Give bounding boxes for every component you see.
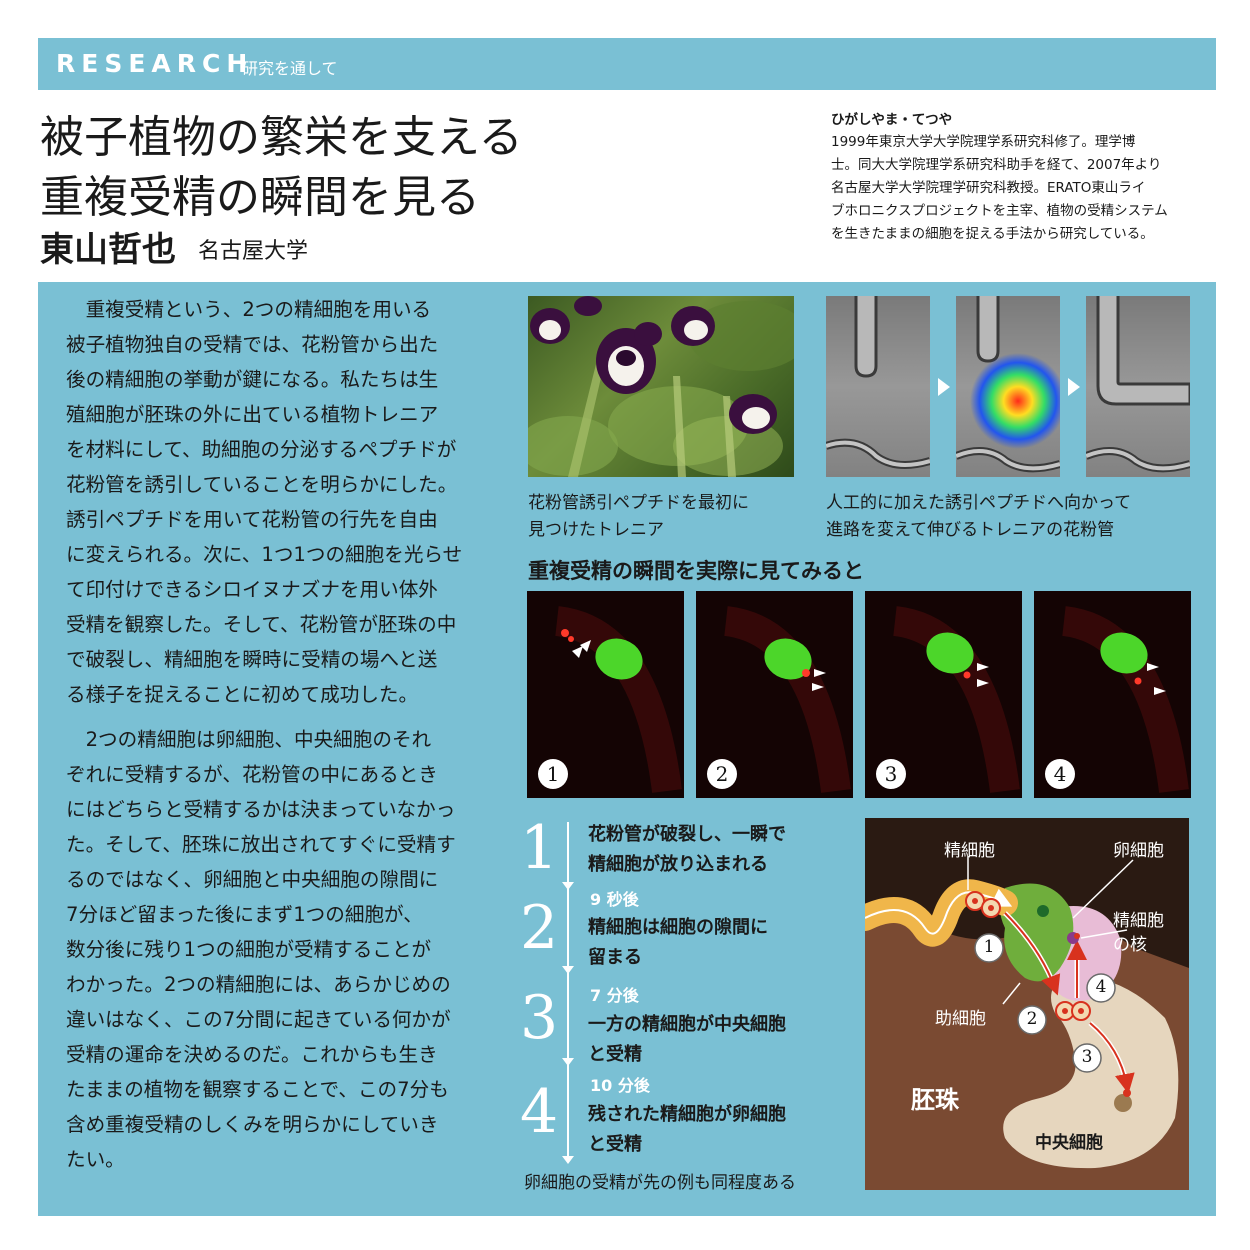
step-text: 一方の精細胞が中央細胞	[588, 1014, 786, 1035]
body-line: たい。	[66, 1148, 125, 1171]
pollen-tube-attractant-illustration	[956, 296, 1060, 473]
body-line: 違いはなく、この7分間に起きている何かが	[66, 1008, 451, 1031]
fluorescence-photo-1: 1	[527, 591, 684, 798]
body-line: 花粉管を誘引していることを明らかにした。	[66, 473, 458, 496]
step-number: 2	[520, 893, 559, 963]
diagram-label-ovule: 胚珠	[911, 1086, 959, 1114]
bio-line: 士。同大大学院理学系研究科助手を経て、2007年より	[831, 157, 1162, 173]
fluorescence-number: 2	[707, 759, 737, 789]
diagram-number: 4	[1095, 977, 1107, 997]
step-text: 留まる	[588, 947, 642, 968]
body-line: 2つの精細胞は卵細胞、中央細胞のそれ	[66, 728, 432, 751]
body-line: 受精を観察した。そして、花粉管が胚珠の中	[66, 613, 457, 636]
step-time: 9 秒後	[590, 890, 639, 909]
sequence-arrow-icon	[938, 378, 950, 396]
fluorescence-illustration	[892, 606, 1020, 793]
diagram-label-central-cell: 中央細胞	[1035, 1133, 1103, 1153]
step-number: 1	[520, 813, 559, 883]
body-line: ぞれに受精するが、花粉管の中にあるとき	[66, 763, 438, 786]
fluorescence-illustration	[1061, 606, 1189, 793]
flower-caption-line-2: 見つけたトレニア	[528, 520, 664, 540]
pollen-tube-illustration	[826, 296, 930, 469]
torenia-flower-illustration	[528, 296, 794, 477]
body-line: た。そして、胚珠に放出されてすぐに受精す	[66, 833, 456, 856]
timeline-arrow-icon	[562, 1156, 574, 1164]
section-label-jp: 研究を通して	[242, 59, 338, 78]
diagram-number: 2	[1026, 1009, 1038, 1029]
double-fertilization-diagram: 精細胞 卵細胞 精細胞 の核 助細胞 胚珠 中央細胞 1 2 3 4	[865, 818, 1189, 1190]
diagram-illustration	[865, 856, 1189, 1190]
author-affiliation: 名古屋大学	[198, 239, 309, 264]
fluorescence-number: 3	[876, 759, 906, 789]
body-line: にはどちらと受精するかは決まっていなかっ	[66, 798, 456, 821]
body-line: を材料にして、助細胞の分泌するペプチドが	[66, 438, 457, 461]
diagram-label-synergid: 助細胞	[935, 1009, 986, 1029]
body-line: 殖細胞が胚珠の外に出ている植物トレニア	[66, 403, 439, 426]
body-line: 被子植物独自の受精では、花粉管から出た	[66, 333, 439, 356]
diagram-number: 1	[983, 937, 995, 957]
body-line: で破裂し、精細胞を瞬時に受精の場へと送	[66, 648, 438, 671]
body-line: る様子を捉えることに初めて成功した。	[66, 683, 419, 706]
step-timeline	[567, 822, 569, 1162]
body-line: わかった。2つの精細胞には、あらかじめの	[66, 973, 451, 996]
article-title-line-1: 被子植物の繁栄を支える	[40, 112, 523, 163]
pollen-tube-photo-attractant	[956, 296, 1060, 477]
step-number: 4	[520, 1077, 559, 1147]
body-line: 重複受精という、2つの精細胞を用いる	[66, 298, 432, 321]
body-line: 誘引ペプチドを用いて花粉管の行先を自由	[66, 508, 438, 531]
body-line: に変えられる。次に、1つ1つの細胞を光らせ	[66, 543, 463, 566]
pollen-tube-photo-before	[826, 296, 930, 477]
torenia-flower-photo	[528, 296, 794, 477]
fluorescence-photo-4: 4	[1034, 591, 1191, 798]
header-band	[38, 38, 1216, 90]
body-line: 含め重複受精のしくみを明らかにしていき	[66, 1113, 439, 1136]
fluorescence-photo-3: 3	[865, 591, 1022, 798]
section-heading: 重複受精の瞬間を実際に見てみると	[528, 559, 864, 583]
bio-line: を生きたままの細胞を捉える手法から研究している。	[831, 226, 1154, 242]
body-line: たままの植物を観察することで、この7分も	[66, 1078, 449, 1101]
step-text: と受精	[588, 1134, 642, 1155]
sequence-arrow-icon	[1068, 378, 1080, 396]
fluorescence-illustration	[723, 606, 851, 793]
step-text: 花粉管が破裂し、一瞬で	[588, 824, 786, 845]
step-text: と受精	[588, 1044, 642, 1065]
diagram-label-sperm: 精細胞	[944, 841, 995, 861]
pollen-tube-turned-illustration	[1086, 296, 1190, 473]
fluorescence-photo-2: 2	[696, 591, 853, 798]
fluorescence-illustration	[554, 606, 682, 793]
diagram-label-sperm-nucleus: の核	[1113, 935, 1147, 955]
fluorescence-number: 1	[538, 759, 568, 789]
fluorescence-number: 4	[1045, 759, 1075, 789]
tube-caption-line-2: 進路を変えて伸びるトレニアの花粉管	[826, 520, 1115, 540]
diagram-label-sperm-nucleus: 精細胞	[1113, 911, 1164, 931]
author-reading: ひがしやま・てつや	[831, 112, 953, 128]
step-footnote: 卵細胞の受精が先の例も同程度ある	[524, 1173, 796, 1193]
body-line: るのではなく、卵細胞と中央細胞の隙間に	[66, 868, 439, 891]
timeline-arrow-icon	[562, 1058, 574, 1066]
step-text: 精細胞が放り込まれる	[588, 854, 768, 875]
article-title-line-2: 重複受精の瞬間を見る	[40, 172, 480, 223]
diagram-number: 3	[1081, 1047, 1093, 1067]
timeline-arrow-icon	[562, 882, 574, 890]
body-line: 7分ほど留まった後にまず1つの細胞が、	[66, 903, 423, 926]
tube-caption-line-1: 人工的に加えた誘引ペプチドへ向かって	[826, 493, 1132, 513]
body-line: て印付けできるシロイヌナズナを用い体外	[66, 578, 438, 601]
body-line: 数分後に残り1つの細胞が受精することが	[66, 938, 432, 961]
step-time: 10 分後	[590, 1076, 650, 1095]
bio-line: 名古屋大学大学院理学研究科教授。ERATO東山ライ	[831, 180, 1146, 196]
step-time: 7 分後	[590, 986, 639, 1005]
diagram-label-egg: 卵細胞	[1113, 841, 1164, 861]
bio-line: 1999年東京大学大学院理学系研究科修了。理学博	[831, 134, 1136, 150]
body-line: 受精の運命を決めるのだ。これからも生き	[66, 1043, 438, 1066]
step-text: 残された精細胞が卵細胞	[588, 1104, 786, 1125]
bio-line: ブホロニクスプロジェクトを主宰、植物の受精システム	[831, 203, 1168, 219]
timeline-arrow-icon	[562, 966, 574, 974]
step-text: 精細胞は細胞の隙間に	[588, 917, 768, 938]
step-number: 3	[520, 983, 559, 1053]
flower-caption-line-1: 花粉管誘引ペプチドを最初に	[528, 493, 749, 513]
section-label-en: RESEARCH	[56, 49, 254, 78]
author-name: 東山哲也	[40, 230, 176, 270]
body-line: 後の精細胞の挙動が鍵になる。私たちは生	[66, 368, 439, 391]
pollen-tube-photo-turned	[1086, 296, 1190, 477]
